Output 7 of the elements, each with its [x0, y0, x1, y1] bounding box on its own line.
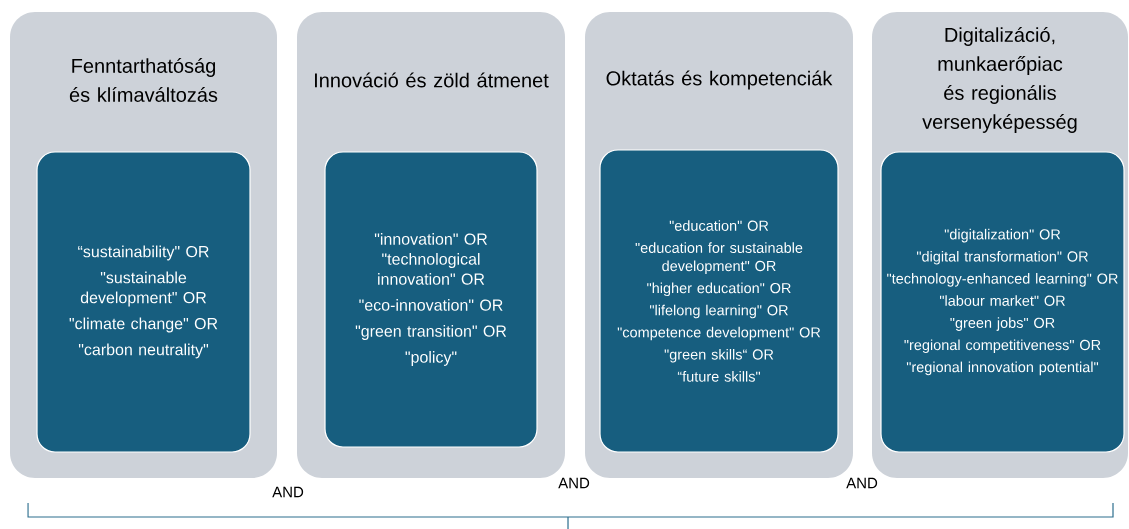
- term-box: "digitalization" OR "digital transformation" OR "technology-enhanced learning" OR "labour market" OR "green jobs" OR "regional competitiveness" OR "regional innovation potential": [880, 151, 1125, 453]
- term-box: “sustainability" OR "sustainable development" OR "climate change" OR "carbon neutrality": [36, 151, 251, 453]
- operator-label: AND: [558, 477, 590, 489]
- term-box: "education" OR "education for sustainable development" OR "higher education" OR "lifelong learning" OR "competence development" OR "green skills“ OR “future skills": [599, 149, 839, 453]
- term-box: "innovation" OR "technological innovation" OR "eco-innovation" OR "green transition" OR "policy": [324, 151, 538, 448]
- operator-label: AND: [846, 477, 878, 489]
- operator-label: AND: [272, 486, 304, 498]
